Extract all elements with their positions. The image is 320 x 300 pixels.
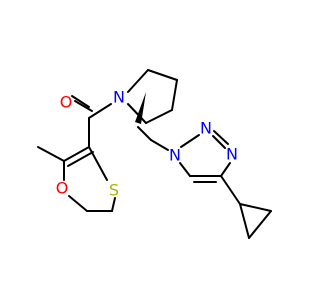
- sulfur-atom-ring: S: [109, 181, 119, 200]
- bond-line-14: [37, 146, 65, 162]
- bond-line-0: [71, 95, 90, 108]
- nitrogen-atom-triazole-2: N: [200, 119, 212, 138]
- bond-line-13: [88, 146, 108, 181]
- bond-line-10: [150, 139, 169, 151]
- atom-label-layer: O N S O N N N: [56, 88, 238, 200]
- bond-line-7: [145, 109, 173, 124]
- bond-layer: [37, 69, 272, 239]
- oxygen-atom-carbonyl: O: [60, 93, 73, 112]
- bond-line-25: [179, 162, 191, 177]
- bond-line-22: [220, 162, 231, 177]
- bond-line-5: [147, 69, 178, 81]
- bond-line-6: [171, 79, 178, 111]
- bond-line-4: [127, 69, 149, 93]
- bond-line-2: [88, 103, 112, 119]
- nitrogen-atom-triazole-3: N: [226, 145, 238, 164]
- nitrogen-atom-pyrrolidine: N: [113, 88, 125, 107]
- bond-line-8: [127, 103, 147, 124]
- bond-line-9: [137, 126, 152, 141]
- bond-line-1: [74, 100, 93, 112]
- molecule-structure: O N S O N N N: [0, 0, 300, 300]
- bond-line-26: [220, 175, 241, 205]
- bond-line-11: [63, 146, 90, 162]
- bond-line-21: [212, 135, 226, 149]
- nitrogen-atom-triazole-1: N: [169, 146, 181, 165]
- bond-line-27: [239, 203, 272, 212]
- bond-line-16: [68, 195, 88, 212]
- bond-line-20: [213, 130, 229, 145]
- bond-line-19: [180, 134, 200, 148]
- bond-line-18: [111, 197, 116, 212]
- background: [0, 0, 300, 300]
- bond-line-12: [67, 151, 94, 167]
- oxygen-atom-ring: O: [56, 179, 69, 198]
- stereo-wedge-bond: [135, 92, 146, 124]
- bond-line-28: [248, 210, 272, 239]
- bond-line-29: [239, 203, 250, 239]
